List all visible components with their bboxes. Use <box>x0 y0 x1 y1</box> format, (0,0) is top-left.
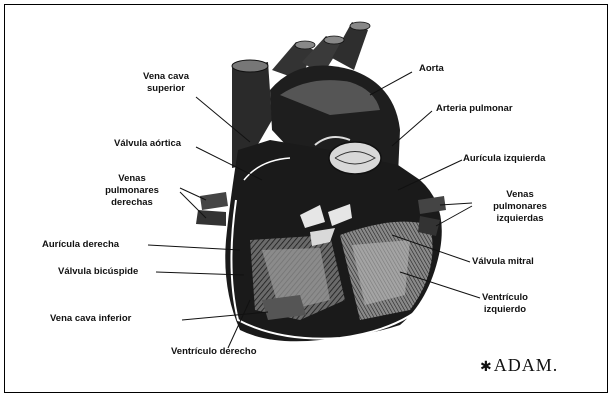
label-ventriculo-izquierdo: Ventrículo izquierdo <box>470 292 540 316</box>
label-valvula-bicuspide: Válvula bicúspide <box>58 266 138 278</box>
adam-logo-mark-icon: ✱ <box>480 360 493 375</box>
adam-logo-text: ADAM. <box>494 355 559 375</box>
label-arteria-pulmonar: Arteria pulmonar <box>436 103 513 115</box>
label-vena-cava-superior: Vena cava superior <box>120 71 212 95</box>
label-valvula-aortica: Válvula aórtica <box>114 138 181 150</box>
venas-pulmonares-derechas-shape <box>200 192 228 210</box>
label-vena-cava-inferior: Vena cava inferior <box>50 313 131 325</box>
adam-logo: ✱ADAM. <box>480 355 558 376</box>
label-valvula-mitral: Válvula mitral <box>472 256 534 268</box>
label-aorta: Aorta <box>419 63 444 75</box>
label-venas-pulmonares-derechas: Venas pulmonares derechas <box>86 173 178 209</box>
label-auricula-derecha: Aurícula derecha <box>42 239 119 251</box>
valvula-aortica-shape <box>329 142 381 174</box>
label-venas-pulmonares-izquierdas: Venas pulmonares izquierdas <box>470 189 570 225</box>
leader-venas-der-1 <box>180 188 206 200</box>
label-ventriculo-derecho: Ventrículo derecho <box>171 346 257 358</box>
label-auricula-izquierda: Aurícula izquierda <box>463 153 545 165</box>
